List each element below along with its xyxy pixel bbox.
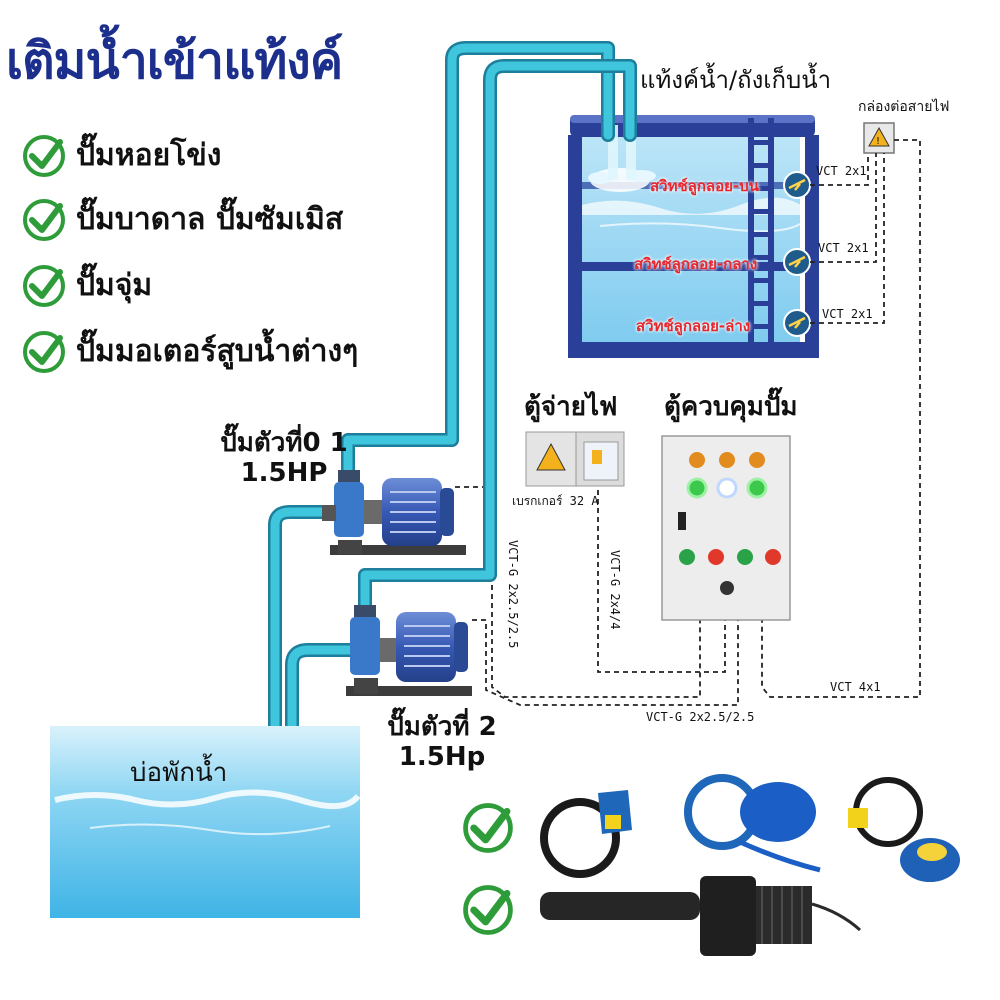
- float-switch-blue-ball: [684, 774, 821, 873]
- breaker-label: เบรกเกอร์ 32 A: [512, 494, 599, 508]
- pump-2-power: 1.5Hp: [398, 742, 486, 772]
- check-icon: [463, 885, 513, 935]
- control-panel: [661, 435, 791, 621]
- tank-label: แท้งค์น้ำ/ถังเก็บน้ำ: [640, 66, 832, 94]
- sump-pit: [50, 726, 361, 918]
- float-switch-cable-coil-1: [540, 790, 632, 878]
- sump-label: บ่อพักน้ำ: [130, 758, 228, 788]
- pump-1-label: ปั๊มตัวที่0 1 1.5HP: [214, 428, 354, 488]
- float-switch-top-label: สวิทช์ลูกลอย-บน: [650, 177, 759, 195]
- switch-cable-top: VCT 2x1: [816, 164, 867, 178]
- check-icon: [23, 264, 65, 307]
- float-switch-horizontal: [540, 876, 862, 956]
- feature-label: ปั๊มบาดาล ปั๊มซัมเมิส: [76, 202, 344, 237]
- pipes: [268, 41, 637, 807]
- pump-1-power: 1.5HP: [240, 458, 328, 488]
- float-switch-middle-label: สวิทช์ลูกลอย-กลาง: [634, 255, 758, 273]
- feature-item: ปั๊มหอยโข่ง: [22, 132, 221, 179]
- float-switch-bottom-label: สวิทช์ลูกลอย-ล่าง: [636, 317, 751, 335]
- check-icon: [463, 803, 513, 853]
- feature-item: ปั๊มบาดาล ปั๊มซัมเมิส: [22, 196, 343, 243]
- control-panel-label: ตู้ควบคุมปั๊ม: [664, 392, 798, 422]
- switch-cable-bottom: VCT 2x1: [822, 307, 873, 321]
- junction-box: !: [863, 122, 895, 154]
- pump-1-name: ปั๊มตัวที่0 1: [220, 428, 348, 458]
- pump-1: [322, 470, 466, 555]
- check-icon: [23, 198, 65, 241]
- pump-2-name: ปั๊มตัวที่ 2: [387, 712, 497, 742]
- junction-box-label: กล่องต่อสายไฟ: [858, 99, 950, 115]
- feature-label: ปั๊มหอยโข่ง: [76, 138, 222, 173]
- power-panel: [525, 431, 625, 487]
- svg-text:!: !: [876, 136, 880, 147]
- pump-2-label: ปั๊มตัวที่ 2 1.5Hp: [382, 712, 502, 772]
- pump-2-cable-label: VCT-G 2x2.5/2.5: [646, 710, 755, 724]
- feature-label: ปั๊มจุ่ม: [76, 268, 153, 303]
- junction-cable-label: VCT 4x1: [830, 680, 881, 694]
- pump-2: [346, 605, 472, 696]
- feature-item: ปั๊มจุ่ม: [22, 262, 152, 309]
- feature-label: ปั๊มมอเตอร์สูบน้ำต่างๆ: [76, 334, 359, 369]
- float-switch-round: [848, 777, 960, 882]
- check-icon: [23, 134, 65, 177]
- float-switch-products: [540, 774, 960, 956]
- power-panel-label: ตู้จ่ายไฟ: [524, 392, 618, 422]
- feature-item: ปั๊มมอเตอร์สูบน้ำต่างๆ: [22, 328, 358, 375]
- page-title: เติมน้ำเข้าแท้งค์: [6, 32, 343, 90]
- panel-cable-label: VCT-G 2x4/4: [608, 550, 622, 630]
- check-icon: [23, 330, 65, 373]
- switch-cable-middle: VCT 2x1: [818, 241, 869, 255]
- pump-1-cable-label: VCT-G 2x2.5/2.5: [506, 540, 520, 649]
